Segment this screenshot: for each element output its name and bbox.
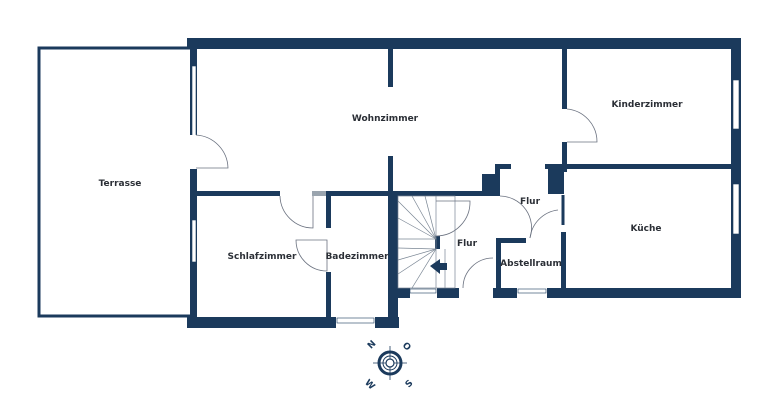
window-kinder-right bbox=[732, 79, 740, 130]
door-badezimmer bbox=[295, 239, 328, 272]
compass-n: N bbox=[366, 339, 378, 351]
door-abstellraum bbox=[462, 257, 494, 289]
window-schlaf-left bbox=[191, 219, 197, 263]
window-wohn-left bbox=[191, 65, 197, 137]
wall-abst-top bbox=[496, 238, 526, 243]
door-terrace bbox=[195, 134, 229, 169]
room-label-terrasse: Terrasse bbox=[98, 179, 142, 189]
door-stair bbox=[435, 200, 471, 237]
room-label-badezimmer: Badezimmer bbox=[325, 252, 389, 262]
room-label-kinderzimmer: Kinderzimmer bbox=[611, 100, 683, 110]
wall-chimney-right bbox=[548, 164, 564, 194]
room-label-flur-2: Flur bbox=[519, 197, 541, 207]
room-label-wohnzimmer: Wohnzimmer bbox=[351, 114, 419, 124]
compass-o: O bbox=[400, 341, 413, 354]
wall-chimney-left-top bbox=[495, 164, 511, 169]
compass-s: S bbox=[404, 378, 416, 390]
stair-post bbox=[435, 236, 440, 249]
room-label-flur-1: Flur bbox=[456, 239, 478, 249]
wall-kinder-kueche bbox=[545, 164, 737, 169]
wall-kinder-left-bottom bbox=[562, 142, 567, 172]
room-label-abstellraum: Abstellraum bbox=[500, 259, 562, 269]
wall-flur-left bbox=[495, 164, 500, 196]
compass-icon bbox=[373, 346, 407, 380]
window-kueche-right bbox=[732, 183, 740, 235]
wall-kinder-left-top bbox=[562, 45, 567, 109]
window-abst-bottom bbox=[517, 288, 547, 294]
wall-schlaf-bad bbox=[326, 191, 331, 228]
wall-schlaf-top-a bbox=[195, 191, 280, 196]
wall-bottom-right bbox=[547, 288, 741, 298]
wall-bottom-abst-a bbox=[493, 288, 517, 298]
compass-w: W bbox=[362, 378, 376, 392]
wall-bottom-stair-a bbox=[388, 288, 410, 298]
wall-wohn-center-bottom bbox=[388, 156, 393, 196]
wall-chimney-left bbox=[482, 174, 498, 196]
room-label-schlafzimmer: Schlafzimmer bbox=[227, 252, 297, 262]
wall-top bbox=[187, 38, 741, 49]
wall-schlaf-bad-lower bbox=[326, 272, 331, 322]
door-flur-b bbox=[529, 209, 559, 239]
window-bath-bottom bbox=[336, 317, 375, 324]
window-stair-bottom bbox=[409, 288, 437, 294]
wall-left bbox=[190, 38, 197, 328]
wall-bottom-stair-b bbox=[437, 288, 459, 298]
door-schlafzimmer bbox=[279, 195, 314, 229]
stair-outline bbox=[397, 195, 456, 289]
stair-arrow-icon bbox=[430, 259, 447, 274]
wall-bottom-left bbox=[187, 317, 336, 328]
wall-stair-right bbox=[388, 195, 398, 328]
wall-abst-left bbox=[496, 238, 501, 293]
wall-wohn-center-top bbox=[388, 45, 393, 87]
compass-rose: N O W S bbox=[362, 339, 416, 392]
room-label-kueche: Küche bbox=[630, 224, 662, 234]
wall-schlaf-top-b bbox=[326, 191, 496, 196]
wall-kueche-left bbox=[561, 232, 566, 292]
wall-bottom-bath bbox=[375, 317, 399, 328]
door-kinderzimmer bbox=[566, 108, 598, 143]
